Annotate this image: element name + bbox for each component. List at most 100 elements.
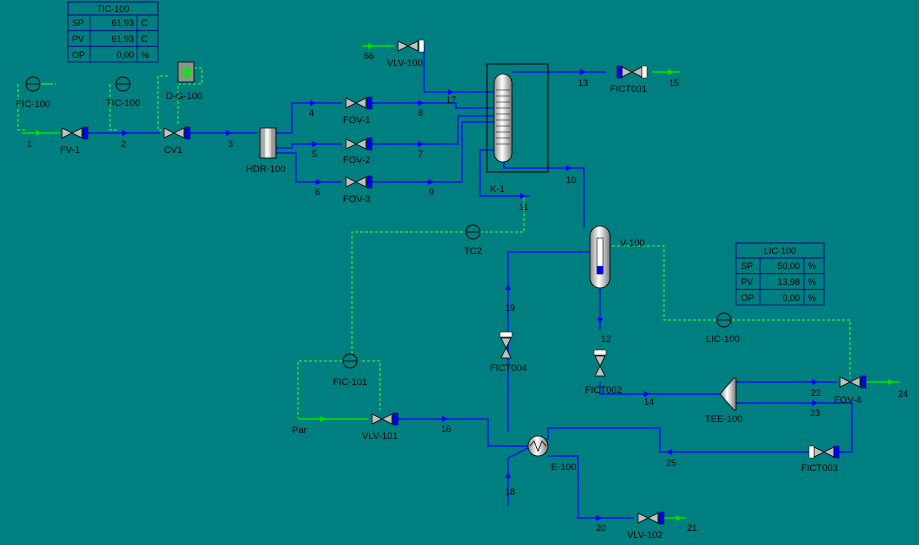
lic100-pv-label: PV: [741, 277, 753, 287]
fict002-valve[interactable]: FICT002: [585, 349, 622, 396]
vlv102-valve[interactable]: VLV-102: [627, 511, 665, 541]
lic100-op-unit: %: [808, 293, 816, 303]
k1-label: K-1: [490, 184, 505, 195]
stream-label-21[interactable]: 21: [687, 523, 697, 533]
tic100-op-unit: %: [141, 50, 149, 60]
e100-label: E-100: [551, 462, 576, 473]
stream-label-17[interactable]: 17: [446, 95, 456, 105]
stream-label-6[interactable]: 6: [315, 187, 320, 197]
lic100-sp-unit: %: [808, 261, 816, 271]
dg100-label: D-G-100: [166, 91, 202, 102]
cv1-label: CV1: [164, 145, 182, 156]
fic101-controller[interactable]: FIC-101: [333, 353, 367, 388]
tic100-pv-unit: C: [141, 34, 148, 44]
cv1-valve[interactable]: CV1: [163, 126, 191, 156]
stream-label-22[interactable]: 22: [811, 388, 821, 398]
material-streams: [22, 45, 900, 519]
e100-exchanger[interactable]: E-100: [527, 435, 576, 473]
fict001-valve[interactable]: FICT001: [610, 65, 648, 95]
tic100-op-value: 0,00: [116, 50, 134, 60]
tic100-pv-value: 61,93: [111, 34, 134, 44]
fov1-label: FOV-1: [343, 115, 370, 126]
lic100-op-label: OP: [741, 293, 754, 303]
stream-label-3[interactable]: 3: [228, 139, 233, 149]
stream-label-9[interactable]: 9: [429, 187, 434, 197]
fic100-label: FIC-100: [16, 99, 50, 110]
par-feed-label: Par: [292, 425, 307, 436]
vlv101-valve[interactable]: VLV-101: [362, 412, 399, 442]
fic100-controller[interactable]: FIC-100: [16, 76, 50, 110]
v100-separator[interactable]: V-100: [589, 225, 645, 289]
lic100-sp-value: 50,00: [777, 261, 800, 271]
stream-label-15[interactable]: 15: [669, 78, 679, 88]
tic100-faceplate[interactable]: TIC-100 SP 61,93 C PV 61,93 C OP 0,00 %: [67, 1, 159, 63]
stream-label-5[interactable]: 5: [312, 149, 317, 159]
stream-label-14[interactable]: 14: [644, 397, 654, 407]
tic100-controller[interactable]: TIC-100: [106, 76, 140, 109]
fict004-label: FICT004: [490, 363, 527, 374]
tee100-label: TEE-100: [705, 414, 743, 425]
stream-label-25[interactable]: 25: [666, 458, 676, 468]
stream-label-1[interactable]: 1: [27, 139, 32, 149]
fict003-valve[interactable]: FICT003: [801, 445, 840, 474]
control-signals: [17, 67, 851, 418]
stream-label-10[interactable]: 10: [566, 175, 576, 185]
tic100-sp-value: 61,93: [111, 18, 134, 28]
stream-label-13[interactable]: 13: [578, 78, 588, 88]
vlv100-label: VLV-100: [387, 58, 423, 69]
fov1-valve[interactable]: FOV-1: [343, 96, 373, 126]
stream-label-2[interactable]: 2: [121, 139, 126, 149]
v100-label: V-100: [620, 238, 645, 249]
lic100-op-value: 0,00: [782, 293, 800, 303]
lic100-faceplate[interactable]: LIC-100 SP 50,00 % PV 13,98 % OP 0,00 %: [735, 242, 825, 306]
tee100-splitter[interactable]: TEE-100: [705, 377, 743, 425]
k1-column[interactable]: K-1: [486, 63, 549, 195]
hdr100-label: HDR-100: [246, 164, 286, 175]
stream-label-66[interactable]: 66: [364, 51, 374, 61]
stream-label-7[interactable]: 7: [418, 149, 423, 159]
stream-label-18[interactable]: 18: [505, 487, 515, 497]
lic100-pv-value: 13,98: [777, 277, 800, 287]
fict004-valve[interactable]: FICT004: [490, 331, 527, 374]
stream-label-12[interactable]: 12: [601, 334, 611, 344]
lic100-sp-label: SP: [741, 261, 753, 271]
stream-label-4[interactable]: 4: [309, 108, 314, 118]
hdr100-header[interactable]: HDR-100: [246, 127, 286, 175]
lic100-ctl-label: LIC-100: [706, 334, 740, 345]
lic100-title: LIC-100: [764, 246, 796, 256]
fv1-valve[interactable]: FV-1: [60, 126, 89, 156]
fov4-label: FOV-4: [834, 395, 861, 406]
stream-arrows: [36, 43, 894, 521]
stream-label-11[interactable]: 11: [519, 202, 528, 212]
stream-label-20[interactable]: 20: [596, 523, 606, 533]
vlv101-label: VLV-101: [362, 431, 398, 442]
fict001-label: FICT001: [610, 84, 647, 95]
fic101-label: FIC-101: [333, 377, 367, 388]
dg100-unit[interactable]: D-G-100: [166, 61, 202, 102]
stream-label-19[interactable]: 19: [505, 303, 515, 313]
tic100-title: TIC-100: [97, 4, 130, 14]
stream-label-24[interactable]: 24: [898, 389, 908, 399]
fict002-label: FICT002: [585, 385, 622, 396]
tc2-controller[interactable]: TC2: [464, 224, 482, 257]
stream-label-8[interactable]: 8: [418, 108, 423, 118]
tic100-op-label: OP: [72, 50, 85, 60]
fov2-label: FOV-2: [343, 155, 370, 166]
tic100-sp-unit: C: [141, 18, 148, 28]
fov4-valve[interactable]: FOV-4: [834, 375, 867, 406]
fov3-label: FOV-3: [343, 194, 370, 205]
lic100-controller[interactable]: LIC-100: [706, 312, 740, 345]
fict003-label: FICT003: [801, 463, 838, 474]
lic100-pv-unit: %: [808, 277, 816, 287]
stream-label-23[interactable]: 23: [810, 408, 820, 418]
vlv100-valve[interactable]: VLV-100: [387, 39, 425, 69]
tic100-sp-label: SP: [72, 18, 84, 28]
tic100-pv-label: PV: [72, 34, 84, 44]
fov3-valve[interactable]: FOV-3: [343, 175, 373, 205]
tic100-ctl-label: TIC-100: [106, 98, 140, 109]
vlv102-label: VLV-102: [627, 530, 663, 541]
tc2-label: TC2: [464, 246, 482, 257]
stream-label-16[interactable]: 16: [441, 424, 451, 434]
fov2-valve[interactable]: FOV-2: [343, 137, 373, 166]
